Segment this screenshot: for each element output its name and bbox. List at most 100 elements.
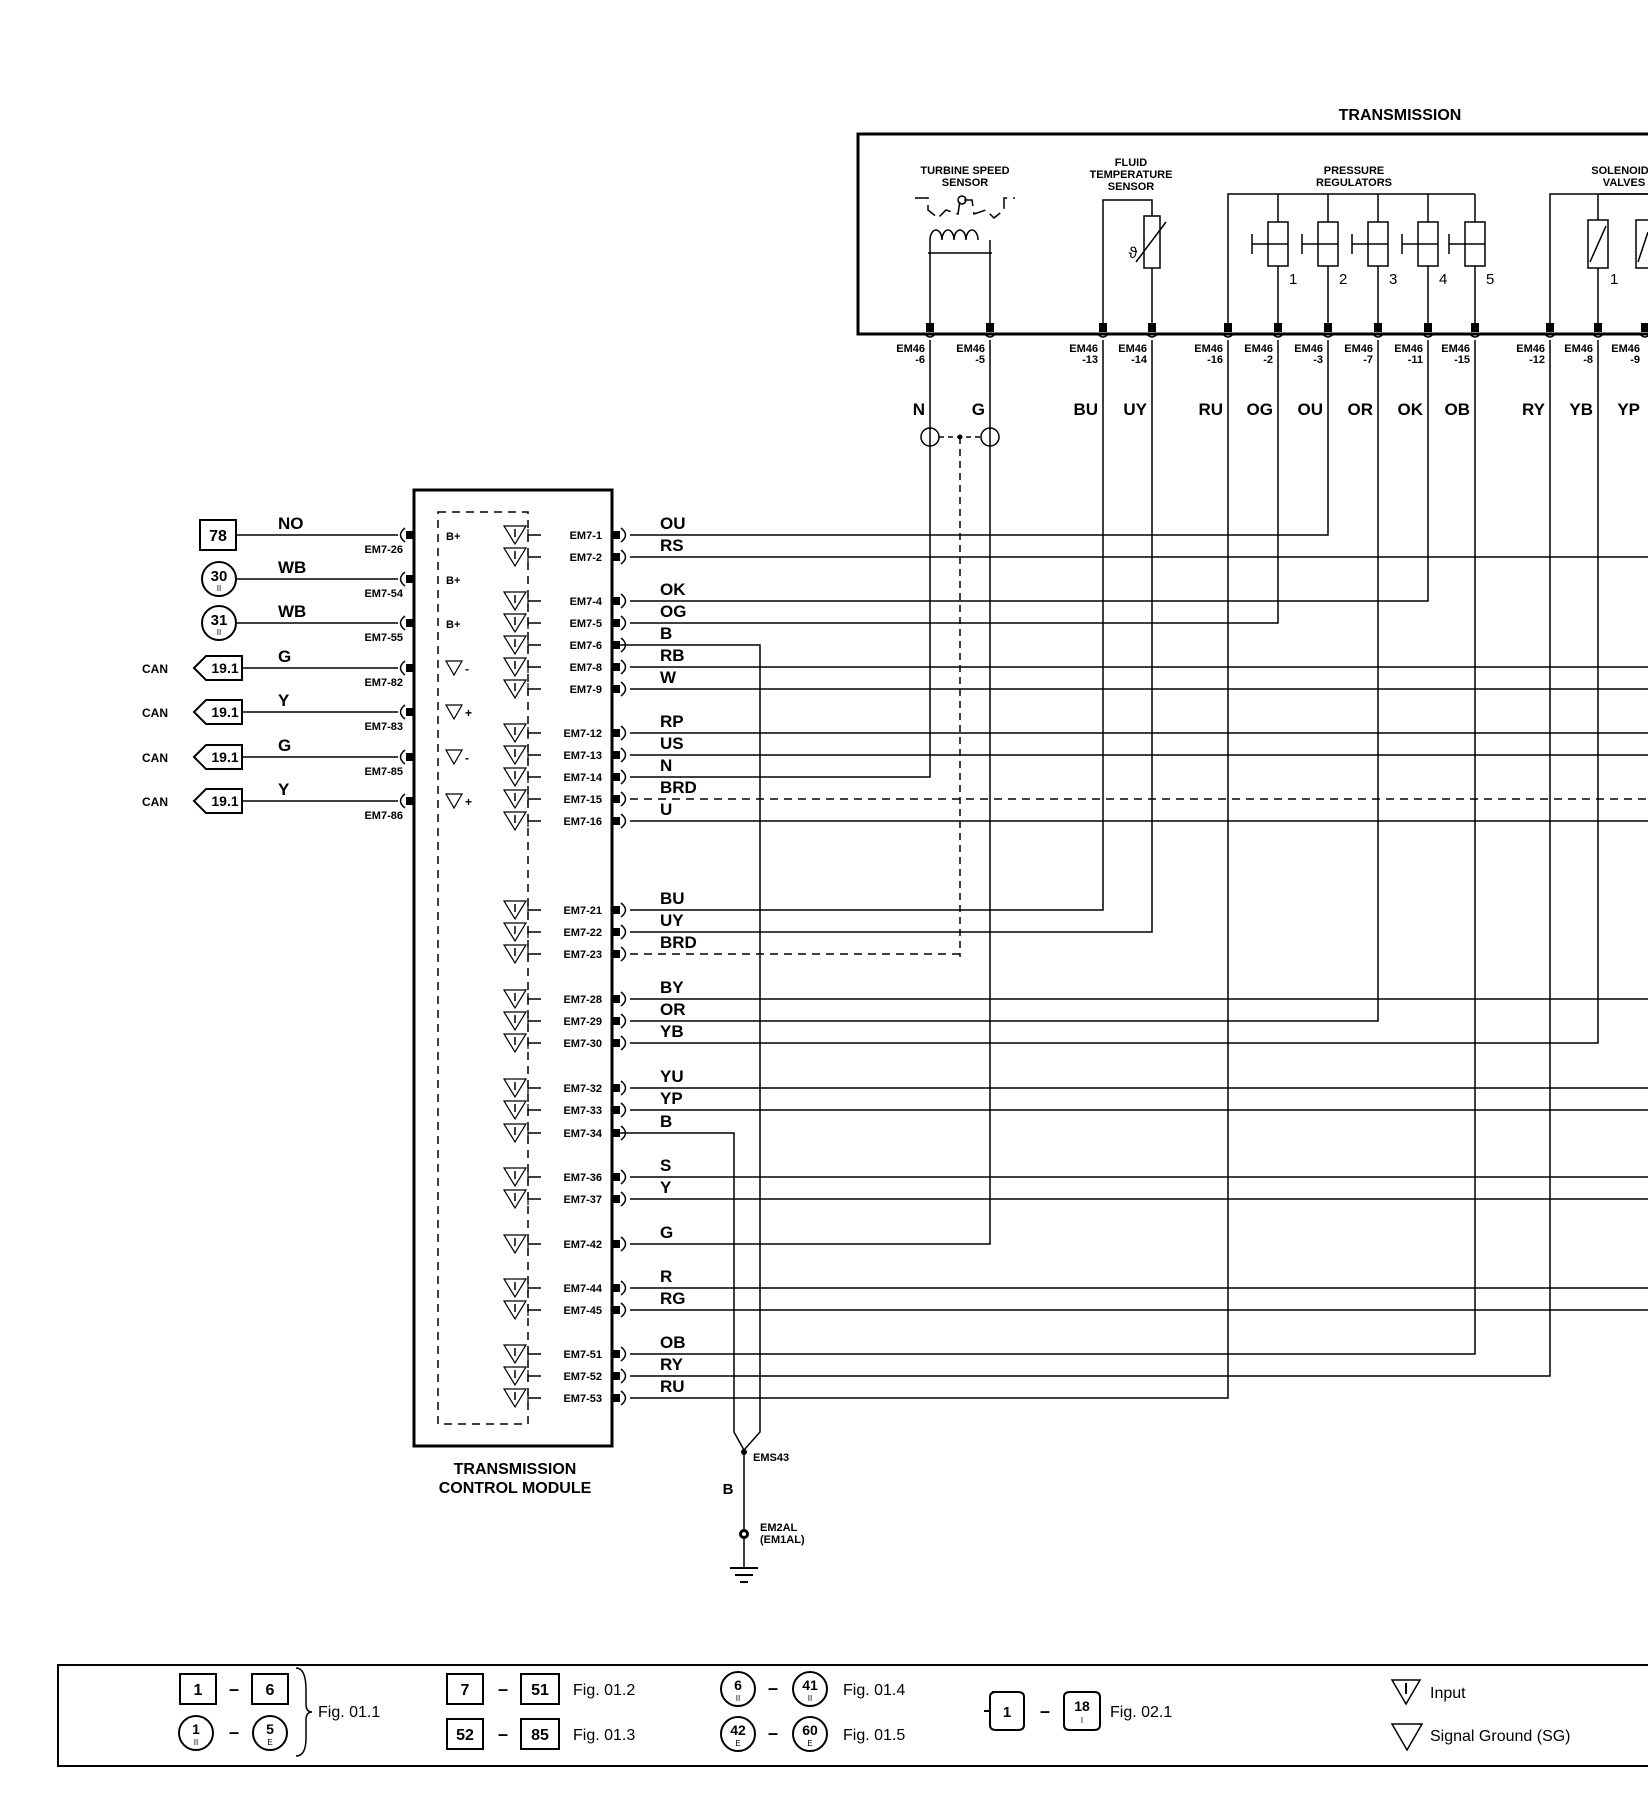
signal-ground-icon <box>1390 1723 1424 1752</box>
wire-label: RB <box>660 646 685 665</box>
pin-symbol-icon <box>502 922 528 943</box>
pressure-regulator-5: 5 <box>1448 194 1494 326</box>
transmission-wire-label: BU <box>1073 400 1098 419</box>
wire-label: Y <box>278 780 290 799</box>
tcm-box <box>412 488 614 1448</box>
pin-label: EM7-4 <box>570 596 603 608</box>
wire-label: N <box>660 756 672 775</box>
solenoid-valves: SOLENOID VALVES 1 <box>1549 165 1648 326</box>
svg-text:5: 5 <box>266 1721 274 1737</box>
inner-label: B+ <box>446 619 460 631</box>
pin-label: EM7-32 <box>563 1083 602 1095</box>
transmission-pin: EM46-3OU <box>1294 323 1335 419</box>
can-symbol-icon <box>444 749 464 766</box>
pressure-regulator-number: 1 <box>1289 271 1297 288</box>
transmission-wire-label: OR <box>1348 400 1374 419</box>
pin-symbol-icon <box>502 1344 528 1365</box>
pin-label: EM7-30 <box>563 1038 602 1050</box>
transmission-pin-label: -12 <box>1529 354 1545 366</box>
pin-symbol-icon <box>502 944 528 965</box>
transmission-pin-label: EM46 <box>1564 343 1593 355</box>
transmission-wire-label: UY <box>1123 400 1147 419</box>
pin-label: EM7-42 <box>563 1239 602 1251</box>
pin-label: EM7-12 <box>563 728 602 740</box>
tcm-right-pin: EM7-1OU <box>502 514 686 546</box>
transmission-pin-label: EM46 <box>1294 343 1323 355</box>
wire-label: YB <box>660 1022 684 1041</box>
tcm-right-pin: EM7-44R <box>502 1267 672 1299</box>
pin-symbol-icon <box>502 767 528 788</box>
pressure-regulator-number: 2 <box>1339 271 1347 288</box>
pin-label: EM7-54 <box>364 588 403 600</box>
connector-number: 19.1 <box>211 704 238 720</box>
pin-symbol-icon <box>502 635 528 656</box>
tcm-right-pin: EM7-37Y <box>502 1178 672 1210</box>
ground-label-2: (EM1AL) <box>760 1534 805 1546</box>
svg-text:–: – <box>229 1679 239 1699</box>
wire-label: OB <box>660 1333 686 1352</box>
transmission-pin-label: EM46 <box>1244 343 1273 355</box>
pin-label: EM7-82 <box>364 677 403 689</box>
svg-text:II: II <box>194 1738 198 1747</box>
pin-label: EM7-8 <box>570 662 602 674</box>
wire-route <box>630 340 1153 933</box>
wire-route <box>630 340 1229 1399</box>
pin-symbol-icon <box>502 1078 528 1099</box>
pin-symbol-icon <box>502 1366 528 1387</box>
svg-text:1: 1 <box>1003 1704 1011 1721</box>
pin-symbol-icon <box>502 1388 528 1409</box>
can-symbol-icon <box>444 660 464 677</box>
wire-label: BU <box>660 889 685 908</box>
transmission-pin-label: -2 <box>1263 354 1273 366</box>
svg-text:FLUID: FLUID <box>1115 157 1147 169</box>
svg-text:–: – <box>498 1724 508 1744</box>
pin-symbol-icon <box>502 1123 528 1144</box>
wire-label: RG <box>660 1289 686 1308</box>
transmission-pin-label: -11 <box>1408 354 1423 366</box>
pin-label: EM7-45 <box>563 1305 602 1317</box>
transmission-wire-label: G <box>972 400 985 419</box>
pressure-regulator-number: 5 <box>1486 271 1494 288</box>
wire-route <box>630 340 1279 624</box>
pressure-regulators: PRESSURE REGULATORS <box>1227 165 1475 326</box>
svg-text:18: 18 <box>1074 1698 1090 1714</box>
wire-label: U <box>660 800 672 819</box>
svg-text:E: E <box>735 1739 740 1748</box>
tcm-right-pin: EM7-5OG <box>502 602 686 634</box>
svg-text:60: 60 <box>802 1722 818 1738</box>
connector-circle <box>201 605 237 641</box>
transmission-pin-label: -3 <box>1313 354 1323 366</box>
tcm-right-pin: EM7-45 RG <box>502 1289 686 1321</box>
svg-text:E: E <box>807 1739 812 1748</box>
pin-symbol-icon <box>502 723 528 744</box>
can-label: CAN <box>142 795 168 809</box>
pin-symbol-icon <box>502 613 528 634</box>
wire-route <box>630 340 1476 1355</box>
tcm-right-pin: EM7-30 YB <box>502 1022 684 1054</box>
wire-label: US <box>660 734 684 753</box>
transmission-title: TRANSMISSION <box>1339 107 1462 124</box>
svg-text:E: E <box>267 1738 272 1747</box>
tcm-title-line1: TRANSMISSION <box>454 1461 577 1478</box>
wire-route <box>630 340 1429 602</box>
wire-label: WB <box>278 558 306 577</box>
connector-number: 19.1 <box>211 660 238 676</box>
svg-text:II: II <box>808 1694 812 1703</box>
theta-symbol: ϑ <box>1129 245 1138 262</box>
pin-label: EM7-34 <box>563 1128 602 1140</box>
transmission-pin-label: -9 <box>1630 354 1640 366</box>
svg-text:51: 51 <box>531 1682 549 1699</box>
transmission-wire-label: RU <box>1198 400 1223 419</box>
pin-label: EM7-1 <box>570 530 602 542</box>
wire-route <box>630 340 1379 1022</box>
